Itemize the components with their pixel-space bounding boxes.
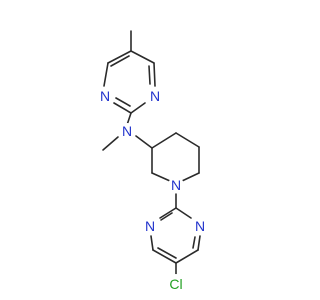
bond-ring-b-2 [150,235,154,251]
bond-ring-b-1 [159,207,177,219]
bond-ring-a-5-inner [148,65,151,85]
bond-ring-a-6 [130,50,155,64]
bond-ring-b-4 [175,249,199,264]
bond-ring-a-2 [103,62,109,87]
bond-ring-b-1-inner [160,212,173,221]
atom-n-ring-a-left: N [97,88,113,104]
bond-n-methyl [102,136,119,151]
svg-text:N: N [145,218,155,234]
bond-ring-a-3-inner [115,97,131,107]
bond-ring-b-5-inner [192,236,196,249]
atom-n-ring-b-right: N [192,218,208,234]
bond-ring-a-1 [107,50,132,64]
molecule-structure-diagram: N N N N N N Cl [97,30,208,294]
atom-n-ring-a-right: N [147,88,163,104]
bonds [102,30,201,277]
atom-n-amine: N [119,123,135,139]
svg-text:Cl: Cl [169,276,182,292]
svg-text:N: N [195,218,205,234]
svg-text:N: N [171,177,181,193]
bond-ring-a-3 [113,102,132,114]
bond-pip-4 [181,172,200,182]
bond-pip-5 [151,172,171,182]
svg-text:N: N [122,123,132,139]
bond-pip-1 [151,132,177,149]
atom-n-piperidine: N [168,177,184,193]
bond-ring-a-4 [130,102,146,114]
bond-ring-b-3 [152,249,177,264]
bond-ring-a-5 [153,62,156,87]
atom-chlorine: Cl [166,274,186,294]
svg-text:N: N [150,88,160,104]
bond-amine-pip [135,135,153,149]
atoms: N N N N N N Cl [97,88,208,294]
atom-n-ring-b-left: N [142,218,158,234]
bond-ring-b-5 [197,235,201,251]
svg-text:N: N [100,88,110,104]
bond-ring-a-amine [126,112,132,126]
bond-ring-b-6 [175,207,192,219]
bond-ring-a-1-inner [110,55,130,67]
bond-pip-2 [175,132,200,148]
bond-ring-b-3-inner [157,247,177,259]
